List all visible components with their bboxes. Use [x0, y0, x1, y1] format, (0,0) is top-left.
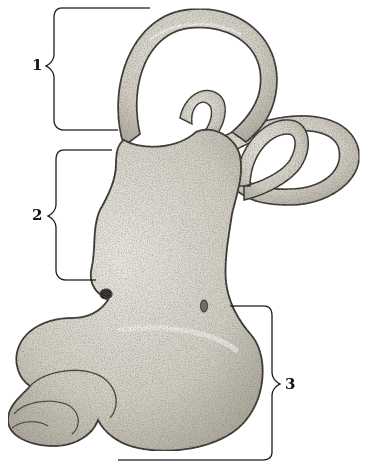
bony-labyrinth: [8, 9, 359, 451]
label-1: 1: [32, 56, 42, 74]
round-window: [201, 300, 208, 312]
vestibule-and-cochlea-body: [8, 130, 263, 451]
label-3: 3: [285, 375, 295, 393]
superior-semicircular-canal: [118, 9, 277, 146]
label-2: 2: [32, 206, 42, 224]
oval-window: [100, 289, 112, 299]
